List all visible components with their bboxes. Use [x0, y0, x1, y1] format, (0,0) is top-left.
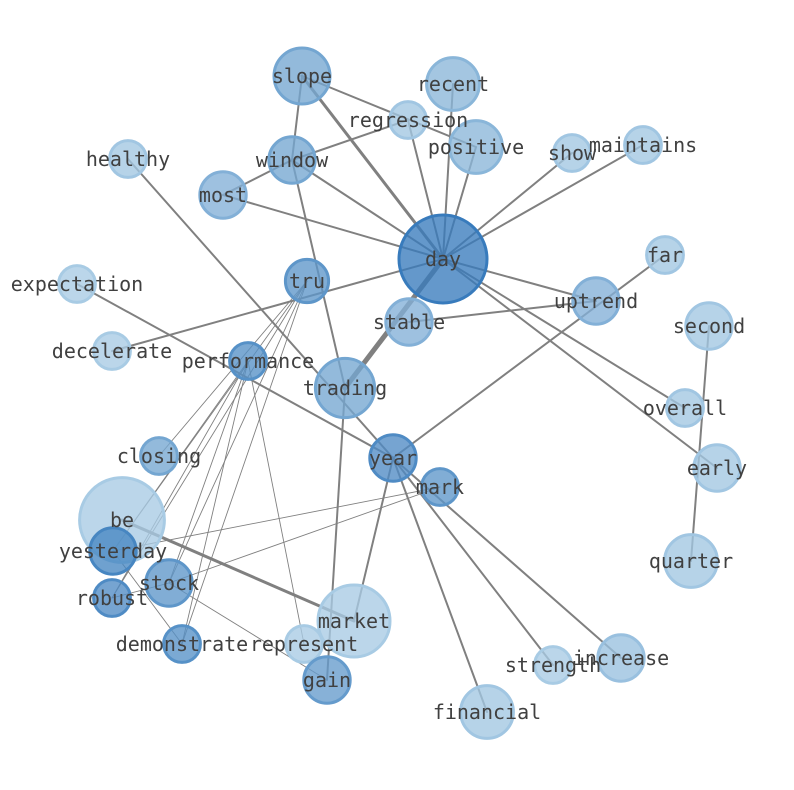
- node-demonstrate: [162, 624, 202, 664]
- node-trading: [313, 356, 377, 420]
- edge-performance-stock: [168, 360, 249, 584]
- node-recent: [425, 56, 481, 112]
- node-label-market: market: [318, 609, 390, 633]
- node-label-year: year: [369, 446, 417, 470]
- node-label-trading: trading: [303, 376, 387, 400]
- node-label-quarter: quarter: [649, 549, 733, 573]
- node-label-recent: recent: [417, 72, 489, 96]
- node-label-closing: closing: [117, 444, 201, 468]
- node-stable: [384, 297, 434, 347]
- edge-far-year: [392, 254, 666, 459]
- edge-second-quarter: [690, 325, 710, 562]
- graph-nodes: [57, 46, 742, 740]
- node-performance: [228, 341, 268, 381]
- edge-performance-demonstrate: [181, 360, 249, 645]
- edge-performance-represent: [247, 360, 305, 645]
- node-gain: [302, 655, 352, 705]
- node-label-healthy: healthy: [86, 147, 170, 171]
- node-label-day: day: [425, 247, 461, 271]
- node-label-maintains: maintains: [589, 133, 697, 157]
- edge-tru-stock: [168, 280, 308, 584]
- node-healthy: [108, 139, 148, 179]
- node-label-demonstrate: demonstrate: [116, 632, 248, 656]
- node-far: [645, 235, 685, 275]
- edge-year-strength: [392, 457, 554, 666]
- node-mark: [420, 467, 460, 507]
- node-day: [397, 213, 489, 305]
- node-label-uptrend: uptrend: [554, 289, 638, 313]
- node-label-financial: financial: [433, 700, 541, 724]
- node-label-expectation: expectation: [11, 272, 143, 296]
- edge-uptrend-stable: [408, 300, 597, 323]
- node-label-regression: regression: [348, 108, 468, 132]
- node-label-performance: performance: [182, 349, 314, 373]
- edge-year-financial: [392, 457, 488, 713]
- node-label-represent: represent: [250, 632, 358, 656]
- node-window: [267, 135, 317, 185]
- node-regression: [388, 100, 428, 140]
- node-label-stable: stable: [373, 310, 445, 334]
- edge-slope-positive: [301, 75, 477, 148]
- node-label-window: window: [256, 148, 329, 172]
- graph-labels: day slope recent regression positive showmain…: [11, 64, 747, 724]
- node-label-tru: tru: [289, 269, 325, 293]
- node-label-robust: robust: [76, 586, 148, 610]
- node-decelerate: [92, 331, 132, 371]
- node-show: [552, 133, 592, 173]
- edge-day-decelerate: [111, 258, 444, 352]
- node-slope: [272, 46, 332, 106]
- node-tru: [283, 257, 331, 305]
- node-yesterday: [88, 526, 138, 576]
- edge-mark-stock: [168, 486, 441, 584]
- node-overall: [665, 388, 705, 428]
- node-market: [316, 583, 392, 659]
- node-label-mark: mark: [416, 475, 464, 499]
- node-uptrend: [571, 276, 621, 326]
- node-label-yesterday: yesterday: [59, 539, 167, 563]
- node-expectation: [57, 264, 97, 304]
- node-label-early: early: [687, 456, 747, 480]
- node-label-be: be: [110, 508, 134, 532]
- node-label-overall: overall: [643, 396, 727, 420]
- node-label-gain: gain: [303, 668, 351, 692]
- node-robust: [92, 578, 132, 618]
- node-label-increase: increase: [573, 646, 669, 670]
- node-label-stock: stock: [139, 571, 199, 595]
- node-label-strength: strength: [505, 653, 601, 677]
- node-early: [692, 443, 742, 493]
- node-strength: [533, 645, 573, 685]
- graph-edges: [76, 74, 718, 713]
- node-label-positive: positive: [428, 135, 524, 159]
- node-increase: [596, 633, 646, 683]
- node-positive: [448, 119, 504, 175]
- node-represent: [284, 624, 324, 664]
- node-closing: [139, 436, 179, 476]
- edge-stock-gain: [168, 582, 328, 681]
- node-second: [684, 301, 734, 351]
- node-most: [198, 170, 248, 220]
- node-stock: [144, 558, 194, 608]
- node-maintains: [623, 125, 663, 165]
- edge-day-early: [442, 258, 718, 469]
- node-financial: [459, 684, 515, 740]
- node-label-most: most: [199, 183, 247, 207]
- node-label-decelerate: decelerate: [52, 339, 172, 363]
- node-label-far: far: [647, 243, 683, 267]
- edge-day-overall: [442, 258, 686, 409]
- node-year: [368, 433, 418, 483]
- node-label-slope: slope: [272, 64, 332, 88]
- node-label-show: show: [548, 141, 597, 165]
- edge-mark-yesterday: [112, 486, 441, 552]
- node-quarter: [663, 533, 719, 589]
- node-label-second: second: [673, 314, 745, 338]
- edge-tru-demonstrate: [181, 280, 308, 645]
